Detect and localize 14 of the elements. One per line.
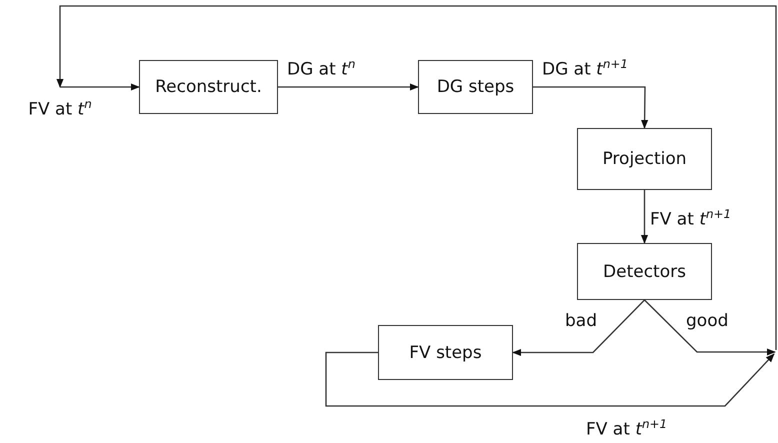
arrow <box>60 83 140 91</box>
process-box: FV steps <box>378 325 513 380</box>
arrow <box>325 352 775 407</box>
arrow <box>512 300 645 356</box>
arrow <box>278 83 419 91</box>
process-box: Reconstruct. <box>139 60 278 114</box>
arrow <box>533 86 648 129</box>
arrow <box>56 5 777 350</box>
arrow <box>640 190 648 244</box>
arrow <box>644 300 776 356</box>
process-box: Detectors <box>577 243 712 300</box>
process-box: Projection <box>577 128 712 190</box>
process-box: DG steps <box>418 60 533 114</box>
state-label: FV at t$^{n}$ <box>10 87 110 120</box>
